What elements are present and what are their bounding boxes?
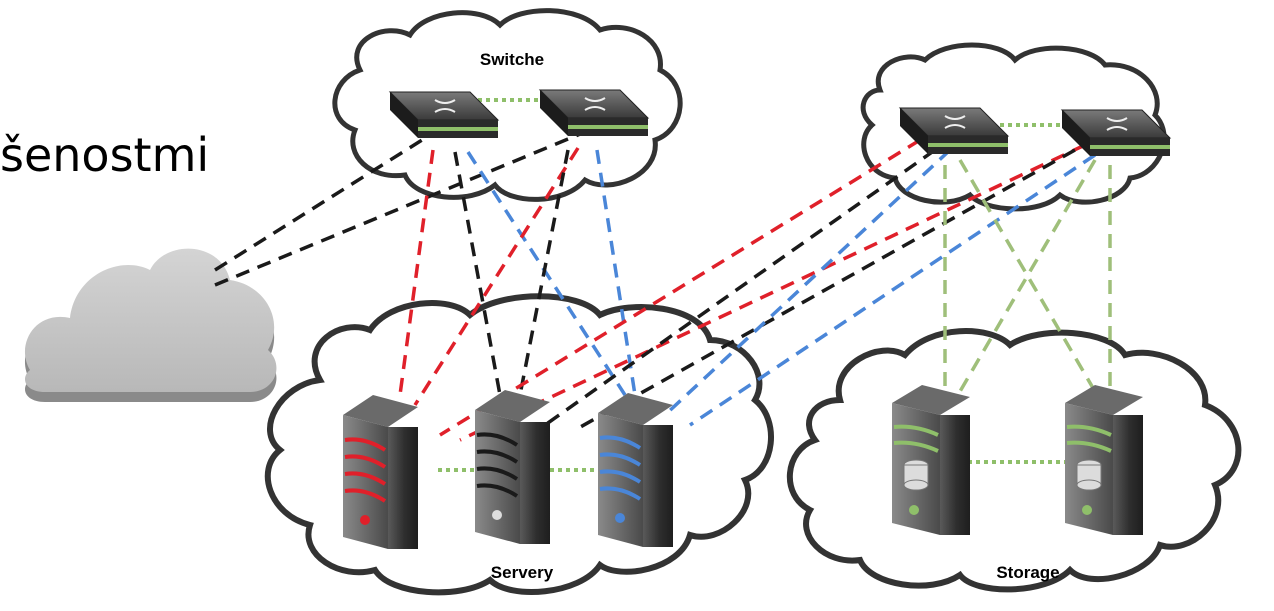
internet-cloud-icon xyxy=(24,248,277,402)
switche-group-cloud xyxy=(332,8,683,202)
storage-group-cloud xyxy=(786,328,1242,593)
server-icon xyxy=(598,393,673,547)
switch-icon xyxy=(538,89,650,136)
link-sw2-black xyxy=(518,149,570,396)
slide-heading-fragment: šenostmi xyxy=(0,128,210,182)
link-rsw2-red xyxy=(459,143,1086,442)
link-rsw2-black xyxy=(574,148,1076,432)
storage-links xyxy=(943,159,1112,401)
storage-label: Storage xyxy=(996,563,1059,582)
switch-icon xyxy=(388,91,500,138)
link-rsw1-storage2 xyxy=(958,159,1102,401)
link-rsw1-blue xyxy=(663,148,952,417)
link-sw1-black xyxy=(453,151,502,396)
link-rsw1-red xyxy=(439,138,921,437)
storage-server-icon xyxy=(1065,385,1143,535)
link-sw1-red xyxy=(398,149,435,396)
link-rsw2-storage1 xyxy=(953,159,1097,401)
server-icon xyxy=(475,390,550,544)
link-sw2-blue xyxy=(595,149,637,396)
stack-links xyxy=(438,98,1068,472)
link-rsw1-black xyxy=(543,148,937,427)
storage-server-icon xyxy=(892,385,970,535)
link-sw2-red xyxy=(413,147,580,406)
link-rsw2-blue xyxy=(689,153,1096,427)
link-internet-switch1 xyxy=(214,128,439,272)
switch-icon xyxy=(898,107,1010,154)
server-icon xyxy=(343,395,418,549)
switche-label: Switche xyxy=(480,50,544,69)
switch-icon xyxy=(1060,109,1172,156)
link-sw1-blue xyxy=(466,151,627,396)
links xyxy=(214,128,1096,442)
link-internet-switch2 xyxy=(214,130,586,287)
servery-label: Servery xyxy=(491,563,554,582)
